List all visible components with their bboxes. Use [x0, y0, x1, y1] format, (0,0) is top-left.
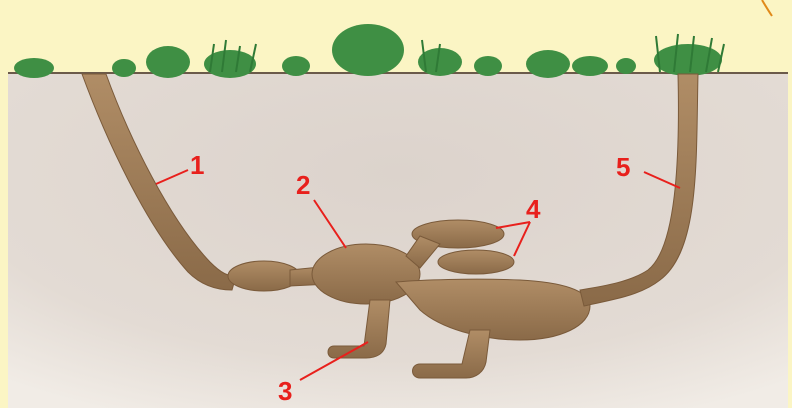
- corner-mark: [762, 0, 772, 16]
- side-chamber-lower: [438, 250, 514, 274]
- label-5: 5: [616, 152, 630, 182]
- label-2: 2: [296, 170, 310, 200]
- surface-vegetation: [14, 24, 722, 78]
- small-chamber: [228, 261, 300, 291]
- label-3: 3: [278, 376, 292, 406]
- label-4: 4: [526, 194, 541, 224]
- main-chamber: [312, 244, 420, 304]
- label-1: 1: [190, 150, 204, 180]
